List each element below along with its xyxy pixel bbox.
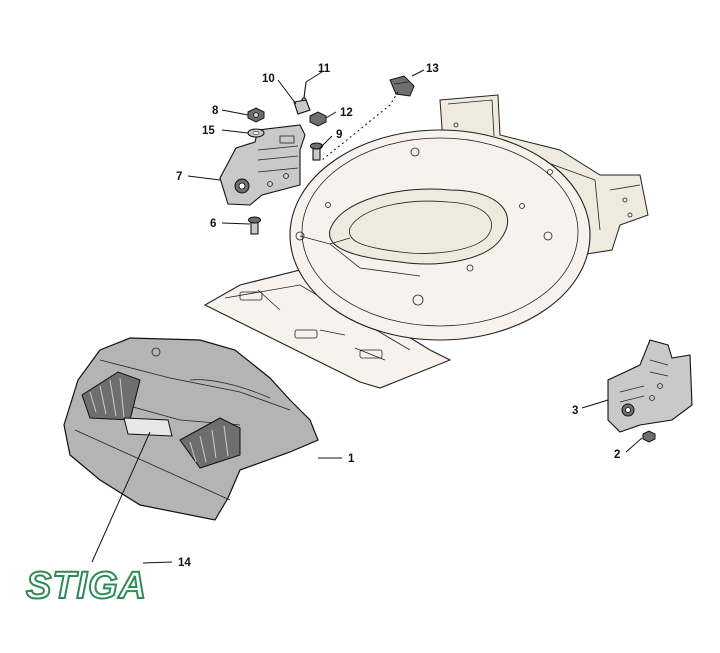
- nut-12: [309, 111, 327, 127]
- nut-2: [642, 430, 656, 443]
- callout-12: 12: [340, 107, 353, 119]
- left-height-bracket: [219, 124, 306, 206]
- mower-deck: [203, 94, 649, 389]
- catch-13: [389, 75, 415, 97]
- front-cover: [63, 337, 319, 521]
- callout-8: 8: [212, 105, 219, 117]
- link-13-line: [321, 91, 399, 161]
- nut-8: [247, 107, 265, 123]
- leader-lines: [91, 69, 643, 564]
- callout-11: 11: [318, 63, 331, 75]
- callout-6: 6: [210, 218, 216, 230]
- bolt-9: [310, 142, 323, 161]
- callout-7: 7: [176, 171, 182, 183]
- right-height-bracket: [607, 339, 693, 433]
- stiga-logo: STIGA: [25, 564, 147, 608]
- callout-1: 1: [348, 453, 355, 465]
- washer-15: [247, 128, 265, 138]
- callout-2: 2: [614, 449, 620, 461]
- callout-13: 13: [426, 63, 439, 75]
- callout-9: 9: [336, 129, 342, 141]
- bolt-6: [248, 216, 261, 235]
- callout-3: 3: [572, 405, 578, 417]
- logo-text: STIGA: [26, 565, 147, 607]
- pin-11: [301, 81, 307, 103]
- callout-15: 15: [202, 125, 215, 137]
- callout-10: 10: [262, 73, 275, 85]
- callout-14: 14: [178, 557, 191, 569]
- clip-10: [293, 99, 311, 115]
- callout-labels: 10 11 8 12 15 9 7 6 13 1 3 2 14: [176, 63, 620, 569]
